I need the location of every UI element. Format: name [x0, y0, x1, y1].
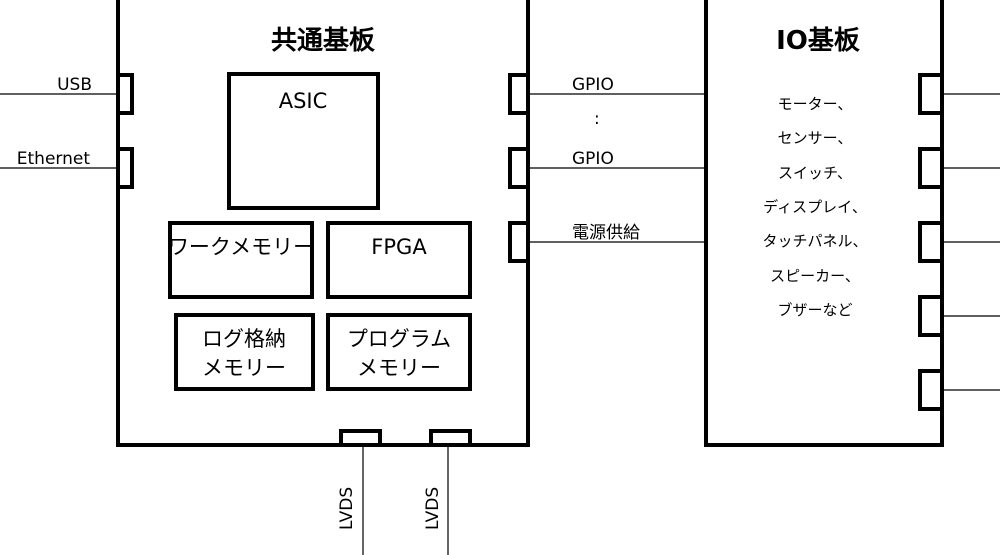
common-board-title: 共通基板 — [271, 26, 375, 56]
program-memory-label-line2: メモリー — [357, 356, 441, 380]
io-board: IO基板 モーター、 センサー、 スイッチ、 ディスプレイ、 タッチパネル、 ス… — [704, 0, 944, 447]
lvds-connector-1 — [339, 429, 382, 447]
io-device-motor: モーター、 — [778, 95, 853, 113]
usb-label: USB — [57, 75, 92, 95]
io-connector-1 — [918, 73, 944, 115]
io-device-switch: スイッチ、 — [778, 164, 852, 182]
log-memory-label-line2: メモリー — [202, 356, 286, 380]
common-board: 共通基板 ASIC ワークメモリー FPGA ログ格納 メモリー プログラム メ… — [116, 0, 530, 447]
asic-block — [227, 72, 380, 210]
io-connector-2 — [918, 147, 944, 189]
wires — [0, 93, 1000, 555]
work-memory-label: ワークメモリー — [168, 235, 314, 259]
gpio-connector-2 — [508, 147, 530, 189]
io-board-outline — [704, 0, 944, 447]
io-device-buzzer: ブザーなど — [777, 301, 852, 319]
lvds-label-1: LVDS — [337, 487, 357, 530]
gpio-connector-1 — [508, 73, 530, 115]
io-connector-5 — [918, 369, 944, 411]
ethernet-connector — [116, 147, 134, 189]
io-device-touchpanel: タッチパネル、 — [762, 232, 867, 250]
program-memory-block — [326, 313, 472, 391]
program-memory-label-line1: プログラム — [347, 327, 451, 351]
lvds-connector-2 — [429, 429, 472, 447]
work-memory-block — [168, 221, 314, 299]
usb-connector — [116, 73, 134, 115]
io-device-speaker: スピーカー、 — [770, 267, 860, 285]
power-supply-label: 電源供給 — [572, 223, 640, 243]
lvds-label-2: LVDS — [423, 487, 443, 530]
gpio-ellipsis: : — [594, 109, 600, 129]
io-device-sensor: センサー、 — [778, 129, 853, 147]
fpga-label: FPGA — [371, 235, 427, 259]
log-memory-block — [174, 313, 315, 391]
gpio-label-1: GPIO — [572, 75, 614, 95]
io-connector-4 — [918, 295, 944, 337]
ethernet-label: Ethernet — [17, 149, 91, 169]
io-device-display: ディスプレイ、 — [763, 198, 867, 216]
io-connector-3 — [918, 221, 944, 263]
gpio-label-2: GPIO — [572, 149, 614, 169]
log-memory-label-line1: ログ格納 — [202, 327, 286, 351]
fpga-block — [326, 221, 472, 299]
asic-label: ASIC — [279, 89, 328, 113]
power-connector — [508, 221, 530, 263]
io-board-title: IO基板 — [776, 26, 860, 56]
